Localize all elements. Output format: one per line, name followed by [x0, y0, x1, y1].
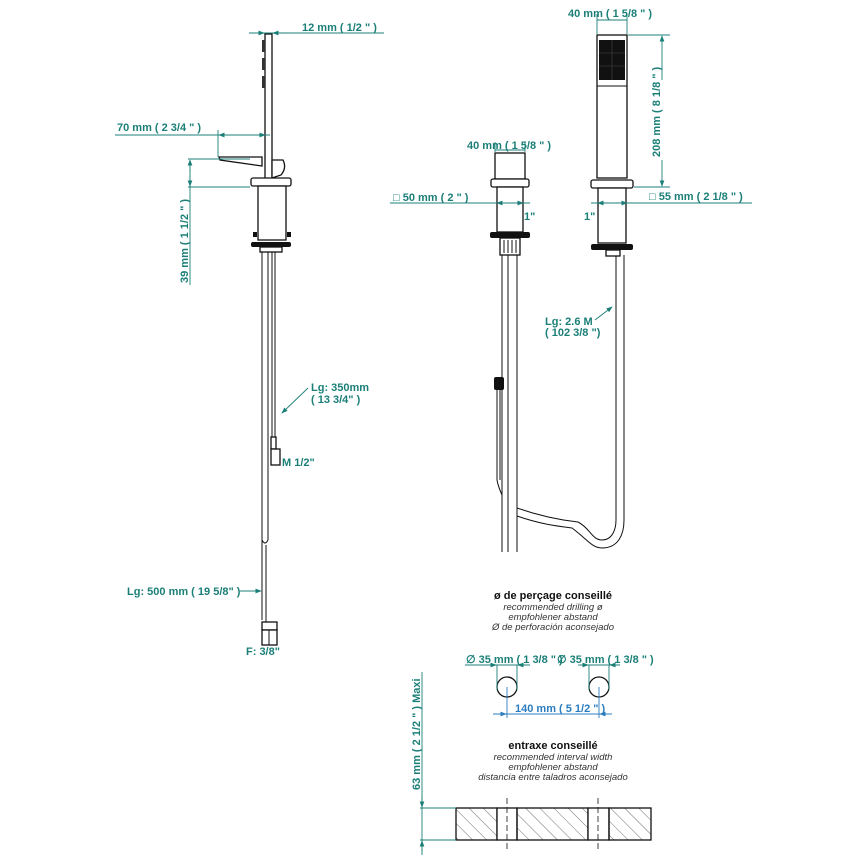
max-thickness-label: 63 mm ( 2 1/2 " ) Maxi [411, 678, 423, 790]
right-thread-label: 1" [584, 211, 595, 223]
supply-length-label: Lg: 500 mm ( 19 5/8" ) [127, 586, 241, 598]
drilling-title: ø de perçage conseillé [494, 590, 612, 602]
countertop-section [455, 798, 652, 850]
interval-line-en: recommended interval width [494, 752, 613, 763]
drilling-line-de: empfohlener abstand [508, 612, 598, 623]
left-side-view: 12 mm ( 1/2 " ) 70 mm ( 2 3/4 " ) 39 mm … [115, 22, 384, 658]
handshower-hose-length-label: Lg: 2.6 M [545, 316, 593, 328]
middle-top-width-label: 40 mm ( 1 5/8 " ) [467, 140, 551, 152]
handshower-height-label: 208 mm ( 8 1/8 " ) [651, 66, 663, 157]
interval-line-de: empfohlener abstand [508, 762, 598, 773]
right-handshower-view: 40 mm ( 1 5/8 " ) 208 mm ( 8 1/8 " ) □ 5… [545, 8, 752, 339]
lever-reach-label: 70 mm ( 2 3/4 " ) [117, 122, 201, 134]
hose-length-in-label: ( 13 3/4" ) [311, 394, 361, 406]
interval-recommendation: entraxe conseillé recommended interval w… [411, 672, 652, 855]
middle-front-view: 40 mm ( 1 5/8 " ) □ 50 mm ( 2 " ) 1" [390, 140, 625, 552]
hole-left-diameter: ∅ 35 mm ( 1 3/8 " ) [466, 654, 563, 666]
drilling-line-en: recommended drilling ø [503, 602, 602, 613]
interval-line-es: distancia entre taladros aconsejado [478, 772, 627, 783]
supply-thread-label: F: 3/8" [246, 646, 280, 658]
head-width-label: 12 mm ( 1/2 " ) [302, 22, 377, 34]
hose-length-label: Lg: 350mm [311, 382, 369, 394]
interval-title: entraxe conseillé [508, 740, 597, 752]
hole-spacing-label: 140 mm ( 5 1/2 " ) [515, 703, 606, 715]
handshower-hose-length-in-label: ( 102 3/8 ") [545, 327, 601, 339]
body-height-label: 39 mm ( 1 1/2 " ) [179, 199, 191, 283]
outlet-thread-label: M 1/2" [282, 457, 315, 469]
drilling-recommendation: ø de perçage conseillé recommended drill… [465, 590, 654, 718]
handshower-width-label: 40 mm ( 1 5/8 " ) [568, 8, 652, 20]
middle-base-square-label: □ 50 mm ( 2 " ) [393, 192, 469, 204]
hole-right-diameter: ∅ 35 mm ( 1 3/8 " ) [557, 654, 654, 666]
drilling-line-es: Ø de perforación aconsejado [491, 622, 614, 633]
middle-thread-label: 1" [524, 211, 535, 223]
right-base-square-label: □ 55 mm ( 2 1/8 " ) [649, 191, 743, 203]
